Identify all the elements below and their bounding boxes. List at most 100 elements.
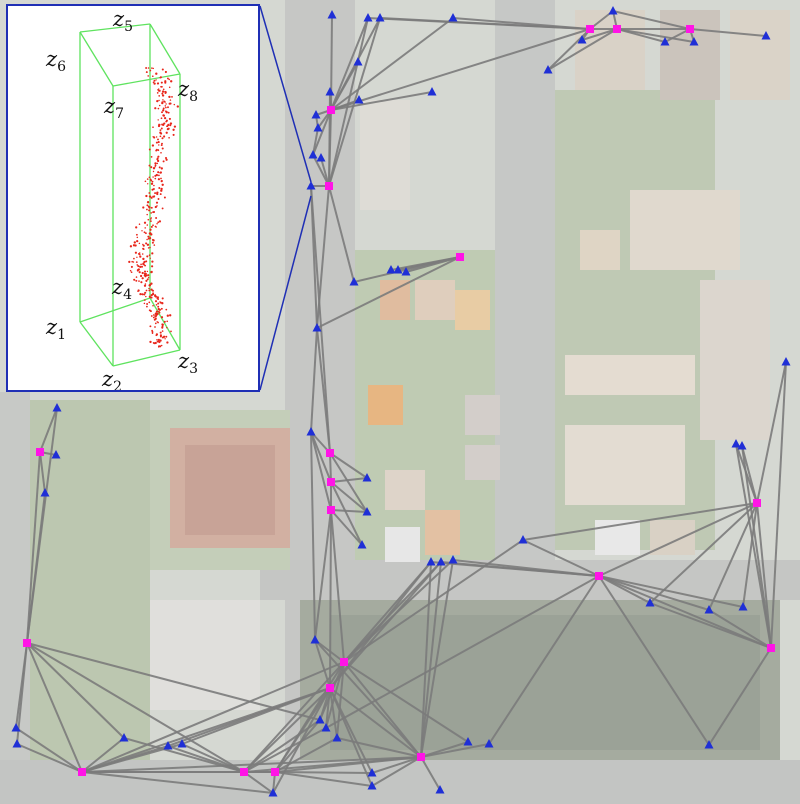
graph-edge xyxy=(329,687,338,739)
cloud-point xyxy=(136,256,138,259)
cloud-point xyxy=(144,283,147,285)
blue-triangle-node xyxy=(354,95,364,104)
cloud-point xyxy=(152,126,154,129)
graph-edge xyxy=(336,737,422,758)
cloud-point xyxy=(167,123,170,127)
cloud-point xyxy=(152,341,155,344)
graph-edge xyxy=(316,256,461,329)
cloud-point xyxy=(146,201,150,204)
cloud-point xyxy=(161,94,165,97)
graph-edge xyxy=(379,17,591,30)
cloud-point xyxy=(159,135,162,138)
cloud-point xyxy=(145,71,148,74)
graph-edge xyxy=(547,28,618,71)
graph-edge xyxy=(243,719,321,773)
blue-triangle-node xyxy=(362,507,372,516)
cloud-point xyxy=(147,247,150,249)
cloud-point xyxy=(151,188,154,191)
cloud-point xyxy=(148,284,152,287)
graph-edge xyxy=(312,127,319,156)
graph-edge xyxy=(420,756,441,791)
cloud-point xyxy=(142,243,144,246)
graph-edge xyxy=(330,509,345,663)
cloud-point xyxy=(152,176,154,178)
cloud-point xyxy=(148,148,151,151)
blue-triangle-node xyxy=(426,557,436,566)
cloud-point xyxy=(165,103,167,105)
cloud-point xyxy=(155,173,158,177)
graph-edge xyxy=(330,28,591,111)
blue-triangle-node xyxy=(608,6,618,15)
graph-edge xyxy=(547,28,591,71)
graph-edge xyxy=(522,539,600,577)
cloud-point xyxy=(155,201,159,204)
graph-edge xyxy=(314,639,331,689)
blue-triangle-node xyxy=(737,441,747,450)
cloud-point xyxy=(136,236,139,239)
cloud-point xyxy=(152,195,154,198)
cloud-point xyxy=(168,136,170,139)
cloud-point xyxy=(150,206,153,209)
graph-edge xyxy=(328,185,355,283)
graph-edge xyxy=(343,539,524,663)
graph-edge xyxy=(328,17,381,187)
cloud-point xyxy=(143,293,146,296)
cloud-point xyxy=(151,270,153,273)
graph-edge xyxy=(274,719,321,773)
cloud-point xyxy=(141,293,144,296)
cloud-point xyxy=(159,334,162,337)
cloud-point xyxy=(166,125,169,128)
cloud-point xyxy=(154,205,157,209)
cloud-point xyxy=(140,263,142,266)
blue-triangle-node xyxy=(484,739,494,748)
graph-edge xyxy=(329,687,422,758)
cloud-point xyxy=(166,326,168,329)
cloud-point xyxy=(131,260,134,263)
cloud-point xyxy=(156,296,159,299)
cloud-point xyxy=(150,293,153,297)
cloud-point xyxy=(162,99,164,101)
cloud-point xyxy=(161,330,164,332)
blue-triangle-node xyxy=(436,557,446,566)
cloud-point xyxy=(160,117,163,120)
graph-edge xyxy=(329,561,432,689)
graph-edge xyxy=(598,575,710,746)
cloud-point xyxy=(151,180,154,183)
cloud-point xyxy=(154,164,157,167)
blue-triangle-node xyxy=(367,768,377,777)
cloud-point xyxy=(135,261,138,263)
cloud-point xyxy=(156,321,158,323)
cloud-point xyxy=(169,314,172,317)
blue-triangle-node xyxy=(435,785,445,794)
magenta-square-node xyxy=(417,753,425,761)
cloud-point xyxy=(138,223,141,225)
graph-edge xyxy=(742,502,758,608)
graph-edge xyxy=(329,452,332,483)
cloud-point xyxy=(149,257,151,260)
cloud-point xyxy=(161,183,164,186)
cloud-point xyxy=(152,239,155,242)
cloud-point xyxy=(137,252,140,255)
cloud-point xyxy=(145,67,148,69)
cloud-point xyxy=(148,195,151,198)
cloud-point xyxy=(154,312,157,315)
blue-triangle-node xyxy=(689,37,699,46)
cloud-point xyxy=(168,117,171,120)
graph-edge xyxy=(310,431,316,641)
cloud-point xyxy=(138,242,141,245)
graph-edge xyxy=(371,756,422,774)
cloud-point xyxy=(158,104,161,107)
graph-edge xyxy=(26,642,83,773)
cloud-point xyxy=(155,79,157,81)
graph-edge xyxy=(649,602,772,649)
blue-triangle-node xyxy=(363,13,373,22)
blue-triangle-node xyxy=(367,781,377,790)
cloud-point xyxy=(158,220,162,223)
graph-edge xyxy=(522,502,758,541)
cloud-point xyxy=(155,310,159,313)
cloud-point xyxy=(155,333,159,336)
cloud-point xyxy=(143,261,146,264)
cloud-point xyxy=(162,123,165,127)
cloud-point xyxy=(147,183,149,185)
